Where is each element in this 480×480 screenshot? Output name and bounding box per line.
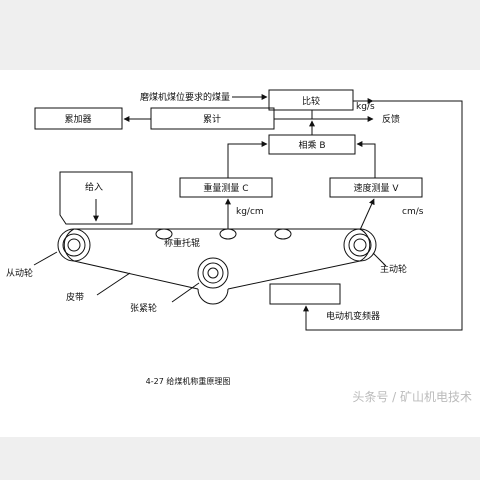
figure-caption: 4-27 给煤机称重原理图 — [146, 376, 231, 386]
driven-pulley — [57, 228, 91, 262]
requirement-label: 磨煤机煤位要求的煤量 — [140, 91, 230, 103]
accumulator-label: 累加器 — [64, 114, 91, 125]
cms-label: cm/s — [402, 207, 424, 217]
belt-bottom-right — [227, 260, 361, 290]
belt-leader — [96, 272, 131, 296]
accumulator-box — [34, 107, 123, 130]
belt-left-wrap — [63, 228, 75, 262]
weight-measure-box — [179, 177, 273, 198]
drive-pulley-label: 主动轮 — [380, 263, 407, 275]
diagram-card — [0, 70, 480, 437]
multiplier-label: 相乘 B — [298, 139, 325, 151]
drive-pulley-leader — [372, 252, 387, 267]
belt-bottom-left — [73, 260, 199, 290]
watermark: 头条号 / 矿山机电技术 — [352, 390, 472, 404]
idler-1 — [155, 228, 173, 240]
weight-to-multiplier-arrow — [227, 141, 268, 178]
drive-pulley — [343, 228, 377, 262]
speed-measure-box — [329, 177, 423, 198]
tension-pulley-leader — [171, 282, 200, 303]
weighing-idler — [219, 228, 237, 240]
kgcm-label: kg/cm — [236, 207, 264, 217]
belt-tension-wrap — [197, 288, 229, 305]
top-background-band — [0, 0, 480, 70]
motor-converter-box — [269, 283, 341, 305]
compare-label: 比较 — [302, 95, 320, 107]
feedback-label: 反馈 — [382, 113, 400, 125]
weighing-idler-label: 称重托辊 — [164, 237, 200, 249]
feed-in-label: 给入 — [85, 181, 103, 193]
driven-pulley-label: 从动轮 — [6, 267, 33, 279]
speed-measure-label: 速度测量 V — [353, 182, 399, 194]
belt-right-wrap — [359, 228, 371, 262]
feed-hopper — [59, 171, 133, 225]
totalizer-label: 累计 — [203, 113, 221, 125]
belt-label: 皮带 — [66, 291, 84, 303]
speed-to-multiplier-arrow — [356, 141, 376, 178]
bottom-background-band — [0, 437, 480, 480]
motor-converter-label: 电动机变频器 — [326, 310, 380, 322]
tension-pulley — [197, 257, 229, 289]
compare-box — [268, 89, 354, 111]
feedback-loop-arrow — [303, 100, 463, 331]
drive-pulley-to-speed-arrow — [359, 198, 375, 231]
idler-3 — [274, 228, 292, 240]
kgs-label: kg/s — [356, 102, 375, 112]
driven-pulley-leader — [33, 251, 58, 266]
weight-measure-label: 重量测量 C — [203, 182, 248, 194]
tension-pulley-label: 张紧轮 — [130, 302, 157, 314]
